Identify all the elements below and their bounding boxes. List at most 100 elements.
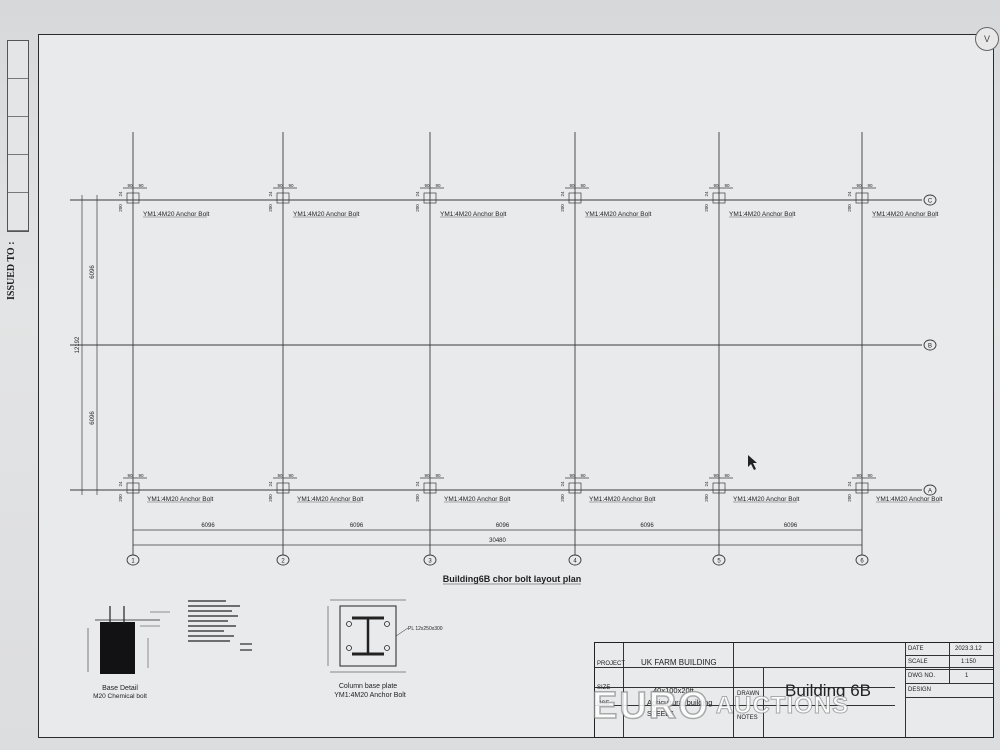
project-value: UK FARM BUILDING: [641, 658, 717, 667]
bay-dim-text: 6096: [640, 523, 654, 529]
bolt-dim-side: 200: [268, 204, 273, 212]
bolt-dim-small: 24: [847, 481, 852, 487]
dwg-label: DWG NO.: [908, 673, 935, 679]
grid-bubble-3: [423, 554, 437, 566]
scale-value: 1:150: [961, 659, 977, 665]
bolt-dim-side: 200: [847, 494, 852, 502]
revision-strip: [7, 40, 29, 232]
bolt-dim-b: 90: [580, 183, 586, 188]
grid-col-label-4: 4: [573, 559, 577, 565]
bolt-dim-b: 90: [867, 183, 873, 188]
bolt-label: YM1:4M20 Anchor Bolt: [589, 496, 656, 503]
bolt-dim-small: 24: [560, 191, 565, 197]
bolt-dim-b: 90: [580, 473, 586, 478]
bolt-label: YM1:4M20 Anchor Bolt: [729, 211, 796, 218]
total-length-text: 30480: [489, 538, 506, 544]
extra-value: STEELS: [647, 711, 674, 718]
bolt-dim-small: 24: [560, 481, 565, 487]
base-detail-title: Base Detail: [102, 685, 138, 692]
bolt-label: YM1:4M20 Anchor Bolt: [440, 211, 507, 218]
bolt-label: YM1:4M20 Anchor Bolt: [293, 211, 360, 218]
watermark-sub: AUCTIONS: [715, 692, 850, 720]
bolt-dim-a: 90: [277, 473, 283, 478]
drawing-name: Building 6B: [785, 681, 872, 700]
grid-col-label-6: 6: [860, 559, 864, 565]
bolt-plate: [126, 482, 140, 494]
bolt-dim-a: 90: [569, 473, 575, 478]
bolt-dim-small: 24: [118, 191, 123, 197]
bolt-plate: [568, 192, 582, 204]
base-detail-subtitle: M20 Chemical bolt: [93, 693, 147, 700]
grid-bubble-1: [126, 554, 140, 566]
grid-col-label-1: 1: [131, 559, 135, 565]
base-detail-drawing: [87, 606, 170, 674]
side-dim-text-lower: 6096: [90, 411, 96, 425]
bolt-label: YM1:4M20 Anchor Bolt: [297, 496, 364, 503]
scale-label: SCALE: [908, 659, 928, 665]
bolt-dim-side: 200: [118, 204, 123, 212]
bolt-dim-a: 90: [127, 473, 133, 478]
column-base-title: Column base plate: [339, 683, 397, 690]
bolt-plate: [855, 192, 869, 204]
drawing-title: Building6B chor bolt layout plan: [443, 574, 582, 584]
bolt-label: YM1:4M20 Anchor Bolt: [733, 496, 800, 503]
bolt-label: YM1:4M20 Anchor Bolt: [876, 496, 943, 503]
bolt-dim-b: 90: [435, 183, 441, 188]
use-value: Agricultural building: [647, 698, 713, 707]
bolt-dim-side: 200: [415, 204, 420, 212]
bolt-dim-side: 200: [847, 204, 852, 212]
bolt-dim-small: 24: [847, 191, 852, 197]
bolt-dim-a: 90: [713, 183, 719, 188]
column-base-subtitle: YM1:4M20 Anchor Bolt: [334, 692, 406, 699]
bolt-dim-small: 24: [268, 481, 273, 487]
use-label: USE: [597, 701, 610, 707]
bay-dim-text: 6096: [350, 523, 364, 529]
grid-bubble-A: [923, 484, 937, 496]
bolt-plate: [423, 482, 437, 494]
bolt-dim-b: 90: [435, 473, 441, 478]
bolt-dim-b: 90: [724, 473, 730, 478]
bolt-dim-a: 90: [713, 473, 719, 478]
bolt-dim-side: 200: [560, 204, 565, 212]
bolt-plate: [126, 192, 140, 204]
bolt-dim-b: 90: [288, 183, 294, 188]
dwg-value: 1: [965, 673, 969, 679]
bolt-dim-small: 24: [415, 191, 420, 197]
grid-row-label-C: C: [928, 199, 933, 205]
bolt-dim-a: 90: [424, 473, 430, 478]
bolt-dim-b: 90: [138, 473, 144, 478]
bolt-label: YM1:4M20 Anchor Bolt: [872, 211, 939, 218]
bolt-plate: [568, 482, 582, 494]
size-label: SIZE: [597, 685, 611, 691]
bolt-dim-a: 90: [277, 183, 283, 188]
bay-dim-text: 6096: [201, 523, 215, 529]
grid-bubble-6: [855, 554, 869, 566]
date-label: DATE: [908, 646, 924, 652]
watermark-brand: EURO: [591, 684, 710, 728]
grid-bubble-B: [923, 339, 937, 351]
side-dim-text-upper: 6096: [90, 265, 96, 279]
grid-row-label-A: A: [928, 489, 932, 495]
size-value: 40x100x20ft: [653, 686, 694, 695]
grid-row-label-B: B: [928, 344, 932, 350]
title-block: PROJECT UK FARM BUILDING SIZE 40x100x20f…: [594, 642, 994, 738]
bolt-dim-b: 90: [867, 473, 873, 478]
design-label: DESIGN: [908, 687, 932, 693]
bolt-dim-side: 200: [415, 494, 420, 502]
bolt-plate: [712, 482, 726, 494]
bolt-dim-side: 200: [118, 494, 123, 502]
mouse-cursor-icon: [748, 455, 757, 470]
bolt-dim-side: 200: [704, 204, 709, 212]
grid-col-label-3: 3: [428, 559, 432, 565]
bolt-dim-small: 24: [704, 481, 709, 487]
date-value: 2023.3.12: [955, 646, 982, 652]
bolt-dim-a: 90: [856, 473, 862, 478]
bolt-plate: [276, 482, 290, 494]
bay-dim-text: 6096: [496, 523, 510, 529]
column-base-note: PL 12x250x300: [408, 626, 443, 632]
bolt-dim-a: 90: [856, 183, 862, 188]
corner-button[interactable]: V: [975, 27, 999, 51]
